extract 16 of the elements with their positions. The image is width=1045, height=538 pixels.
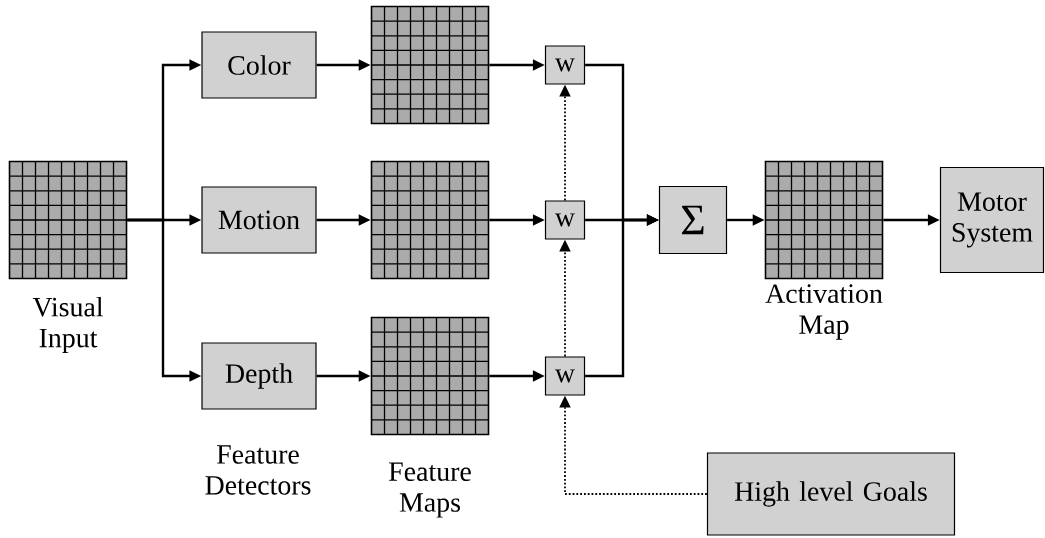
- process-box: Color: [201, 31, 317, 99]
- grid-drawing: [370, 160, 490, 280]
- weight-box: w: [544, 200, 586, 240]
- node-label: Activation Map: [765, 284, 883, 340]
- grid-drawing: [370, 316, 490, 436]
- sum-box: Σ: [658, 185, 728, 255]
- column-caption: Feature Maps: [389, 462, 471, 518]
- node-label: Visual Input: [32, 296, 104, 354]
- process-box: Motion: [201, 186, 317, 254]
- process-box: Motor System: [939, 166, 1045, 274]
- goals-box: High level Goals: [706, 452, 956, 536]
- weight-box: w: [544, 45, 586, 85]
- process-box: Depth: [201, 342, 317, 410]
- weight-box: w: [544, 356, 586, 396]
- column-caption: Feature Detectors: [205, 445, 311, 495]
- grid-drawing: [370, 5, 490, 125]
